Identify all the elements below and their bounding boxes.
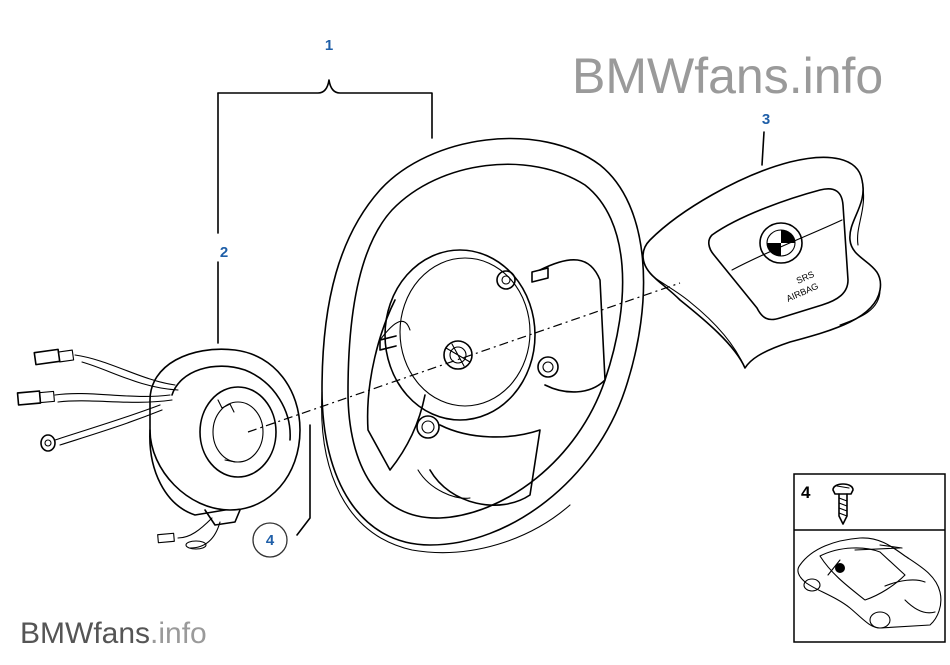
- contact-ring-icon[interactable]: [16, 348, 301, 550]
- inset-panel: 4: [793, 473, 946, 643]
- axis-line: [247, 282, 681, 433]
- watermark-top: BMWfans.info: [572, 48, 883, 104]
- callout-4[interactable]: 4: [266, 532, 275, 549]
- callout-2[interactable]: 2: [220, 244, 228, 261]
- inset-part-number: 4: [801, 483, 811, 502]
- airbag-label-airbag: AIRBAG: [785, 281, 820, 304]
- watermark-bottom: BMWfans.info: [20, 617, 207, 650]
- callout-4-group: [252, 424, 311, 558]
- airbag-module-icon[interactable]: SRS AIRBAG: [642, 156, 882, 369]
- leader-3: [761, 131, 765, 166]
- bracket-1: [217, 79, 433, 344]
- callout-1[interactable]: 1: [325, 37, 333, 54]
- callout-3[interactable]: 3: [762, 111, 770, 128]
- steering-wheel-icon[interactable]: [321, 137, 645, 554]
- bmw-roundel-icon: [759, 222, 803, 264]
- screw-icon[interactable]: [832, 483, 854, 525]
- car-locator-icon[interactable]: [797, 537, 942, 629]
